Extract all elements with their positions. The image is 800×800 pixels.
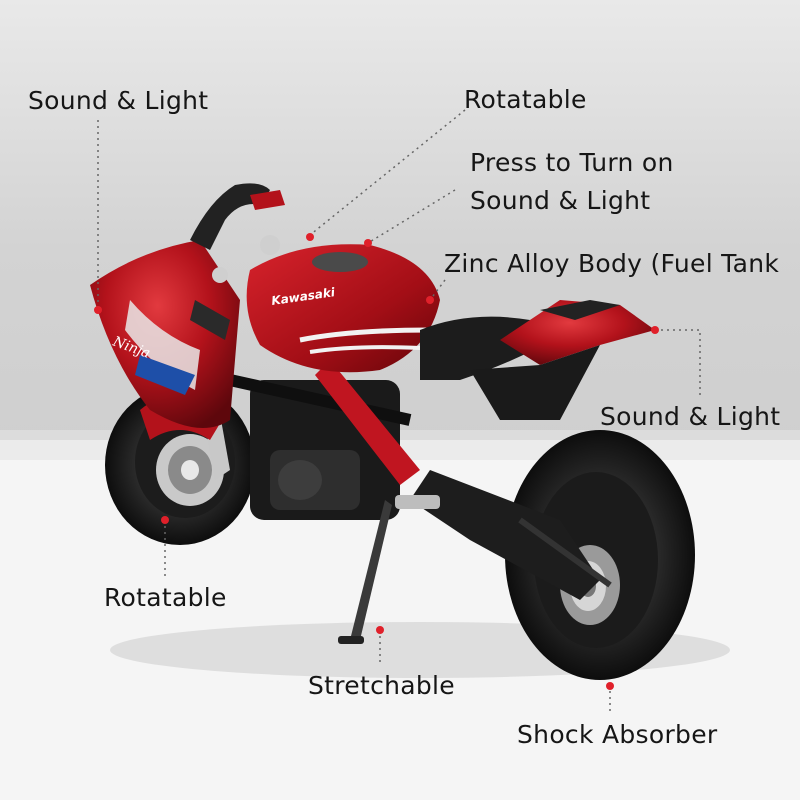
- callout-sound-light-rear: Sound & Light: [600, 402, 781, 431]
- callout-dots: [94, 233, 659, 690]
- swingarm: [410, 470, 600, 600]
- tail-section: [470, 300, 655, 420]
- fuel-tank: Kawasaki: [246, 244, 440, 373]
- callout-rotatable-wheel: Rotatable: [104, 583, 227, 612]
- rear-wheel: [505, 430, 695, 680]
- callout-stretchable: Stretchable: [308, 671, 455, 700]
- front-fairing: Ninja: [90, 240, 240, 428]
- callout-shock-absorber: Shock Absorber: [517, 720, 718, 749]
- callout-press-line2: Sound & Light: [470, 186, 651, 215]
- callout-zinc-alloy: Zinc Alloy Body (Fuel Tank: [444, 249, 780, 278]
- kickstand: [350, 500, 392, 640]
- callout-rotatable-top: Rotatable: [464, 85, 587, 114]
- callout-press-line1: Press to Turn on: [470, 148, 674, 177]
- callout-lines: [97, 109, 701, 715]
- callout-sound-light-front: Sound & Light: [28, 86, 209, 115]
